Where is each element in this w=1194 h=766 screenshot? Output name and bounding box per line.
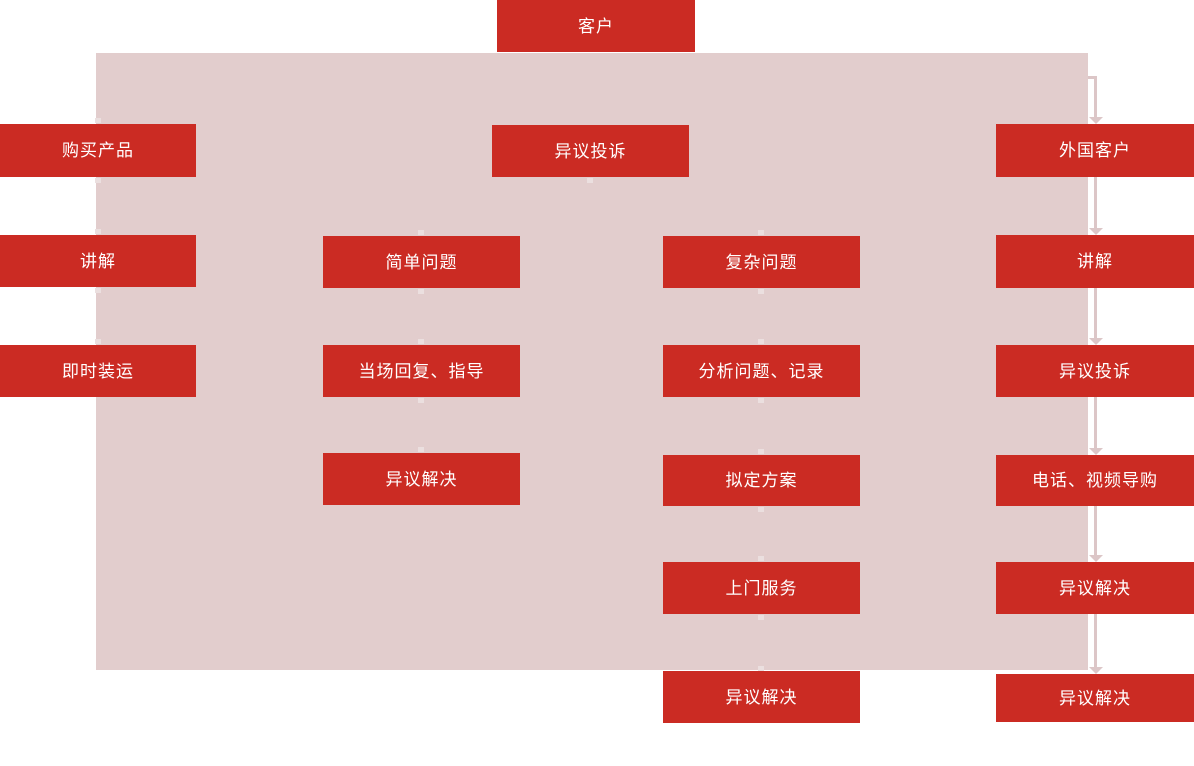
flow-node-objection-resolution-simple: 异议解决 <box>323 453 520 505</box>
connector-tick <box>758 230 764 235</box>
connector-tick <box>587 178 593 183</box>
arrow-line-explain-to-objection-complaint <box>1094 288 1097 338</box>
flow-node-foreign-customer: 外国客户 <box>996 124 1194 177</box>
arrow-line-objection-resolution-to-final <box>1094 614 1097 667</box>
arrowhead-down-icon <box>1088 555 1103 562</box>
connector-tick <box>95 339 101 344</box>
flow-node-objection-complaint: 异议投诉 <box>492 125 689 177</box>
flow-node-door-to-door-service: 上门服务 <box>663 562 860 614</box>
flow-node-label: 异议解决 <box>385 469 458 489</box>
flow-node-explain-right: 讲解 <box>996 235 1194 288</box>
connector-tick <box>418 339 424 344</box>
arrow-line-panel-to-foreign-customer <box>1094 76 1097 117</box>
arrowhead-down-icon <box>1088 117 1103 124</box>
flow-node-label: 异议投诉 <box>1059 361 1131 381</box>
flow-node-objection-resolution-foreign-2: 异议解决 <box>996 674 1194 722</box>
connector-tick <box>95 178 101 183</box>
flow-node-label: 客户 <box>578 16 614 36</box>
flow-node-customer: 客户 <box>497 0 695 52</box>
flow-node-label: 异议解决 <box>1059 688 1131 708</box>
arrow-line-foreign-customer-to-explain <box>1094 177 1097 228</box>
flow-node-label: 复杂问题 <box>725 252 798 272</box>
flow-node-objection-resolution-foreign-1: 异议解决 <box>996 562 1194 614</box>
connector-tick <box>95 288 101 293</box>
flow-node-explain-left: 讲解 <box>0 235 196 287</box>
flow-node-label: 购买产品 <box>62 141 134 160</box>
connector-tick <box>418 289 424 294</box>
flow-node-label: 电话、视频导购 <box>1032 471 1158 490</box>
connector-tick <box>418 447 424 452</box>
flow-node-label: 当场回复、指导 <box>358 361 485 381</box>
flow-node-label: 即时装运 <box>62 361 134 381</box>
connector-tick <box>758 339 764 344</box>
flow-node-label: 外国客户 <box>1059 141 1131 160</box>
connector-tick <box>758 507 764 512</box>
flow-node-label: 讲解 <box>80 251 116 271</box>
arrow-line-objection-complaint-to-phone-video <box>1094 397 1097 448</box>
flow-node-draft-plan: 拟定方案 <box>663 455 860 506</box>
flow-node-label: 异议解决 <box>1059 578 1131 598</box>
flow-node-simple-problem: 简单问题 <box>323 236 520 288</box>
flow-node-phone-video-shopping-guide: 电话、视频导购 <box>996 455 1194 506</box>
arrowhead-down-icon <box>1088 667 1103 674</box>
flow-node-objection-resolution-complex: 异议解决 <box>663 671 860 723</box>
connector-tick <box>758 398 764 403</box>
connector-tick <box>758 615 764 620</box>
flow-node-label: 拟定方案 <box>725 471 798 490</box>
flow-node-label: 异议投诉 <box>554 141 627 161</box>
flow-node-objection-complaint-foreign: 异议投诉 <box>996 345 1194 397</box>
arrow-elbow-segment <box>1088 76 1097 79</box>
connector-tick <box>418 398 424 403</box>
flow-node-label: 讲解 <box>1077 252 1113 271</box>
flow-node-label: 异议解决 <box>725 687 798 707</box>
flow-node-label: 简单问题 <box>385 252 458 272</box>
arrow-line-phone-video-to-objection-resolution <box>1094 506 1097 555</box>
flow-node-instant-shipping: 即时装运 <box>0 345 196 397</box>
connector-tick <box>418 230 424 235</box>
connector-tick <box>758 449 764 454</box>
connector-tick <box>758 556 764 561</box>
flow-node-label: 分析问题、记录 <box>698 361 825 381</box>
flow-node-onsite-reply-guidance: 当场回复、指导 <box>323 345 520 397</box>
flow-node-analyze-problem-record: 分析问题、记录 <box>663 345 860 397</box>
arrowhead-down-icon <box>1088 338 1103 345</box>
connector-tick <box>758 666 764 671</box>
arrowhead-down-icon <box>1088 228 1103 235</box>
connector-tick <box>95 118 101 123</box>
flow-node-complex-problem: 复杂问题 <box>663 236 860 288</box>
arrowhead-down-icon <box>1088 448 1103 455</box>
flow-node-label: 上门服务 <box>725 578 798 598</box>
connector-tick <box>758 289 764 294</box>
flow-node-buy-product: 购买产品 <box>0 124 196 177</box>
connector-tick <box>95 229 101 234</box>
